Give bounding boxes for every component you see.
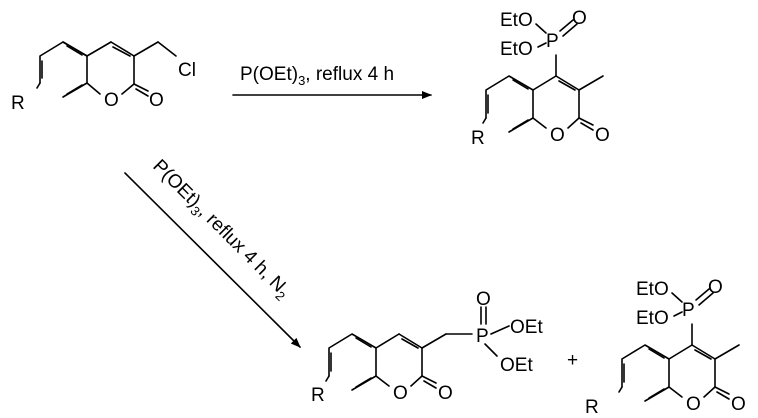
substituent-label: R	[311, 385, 325, 406]
starting-material-bonds	[36, 41, 177, 98]
product-top-bonds	[482, 19, 604, 133]
carbonyl-oxygen-label: O	[731, 394, 746, 415]
ring-oxygen-label: O	[393, 383, 408, 404]
phosphorus-label: P	[546, 31, 559, 52]
phosphorus-label: P	[476, 326, 489, 347]
phosphoryl-oxygen-label: O	[708, 277, 723, 298]
reaction-arrow-top: P(OEt)3, reflux 4 h	[232, 64, 432, 99]
ethoxy-label-1: EtO	[636, 279, 669, 300]
ring-oxygen-label: O	[686, 394, 701, 415]
ethoxy-label-2: OEt	[500, 355, 533, 376]
ring-oxygen-label: O	[104, 90, 119, 111]
carbonyl-oxygen-label: O	[595, 125, 610, 146]
reaction-arrow-bottom: P(OEt)3, reflux 4 h, N2	[124, 156, 301, 348]
product-bottom-right-bonds	[618, 288, 740, 402]
product-bottom-left: O P OEt OEt R O O	[311, 289, 543, 406]
carbonyl-oxygen-label: O	[149, 90, 164, 111]
phosphoryl-oxygen-label: O	[572, 8, 587, 29]
product-top: EtO O P EtO R O O	[471, 8, 610, 149]
substituent-label: R	[471, 128, 485, 149]
ethoxy-label-1: EtO	[500, 10, 533, 31]
substituent-label: R	[585, 397, 599, 418]
substituent-label: R	[11, 93, 25, 114]
ring-oxygen-label: O	[550, 125, 565, 146]
ethoxy-label-2: EtO	[500, 39, 533, 60]
chlorine-label: Cl	[178, 60, 196, 81]
ethoxy-label-1: OEt	[510, 317, 543, 338]
phosphoryl-oxygen-label: O	[476, 289, 491, 310]
plus-sign: +	[567, 350, 578, 371]
product-bottom-left-bonds	[325, 306, 510, 391]
reaction-conditions-bottom: P(OEt)3, reflux 4 h, N2	[146, 156, 294, 304]
product-bottom-right: EtO O P EtO R O O	[585, 277, 746, 418]
ethoxy-label-2: EtO	[636, 308, 669, 329]
reaction-conditions-top: P(OEt)3, reflux 4 h	[240, 64, 394, 88]
carbonyl-oxygen-label: O	[438, 383, 453, 404]
phosphorus-label: P	[682, 300, 695, 321]
starting-material: R O O Cl	[11, 41, 196, 114]
